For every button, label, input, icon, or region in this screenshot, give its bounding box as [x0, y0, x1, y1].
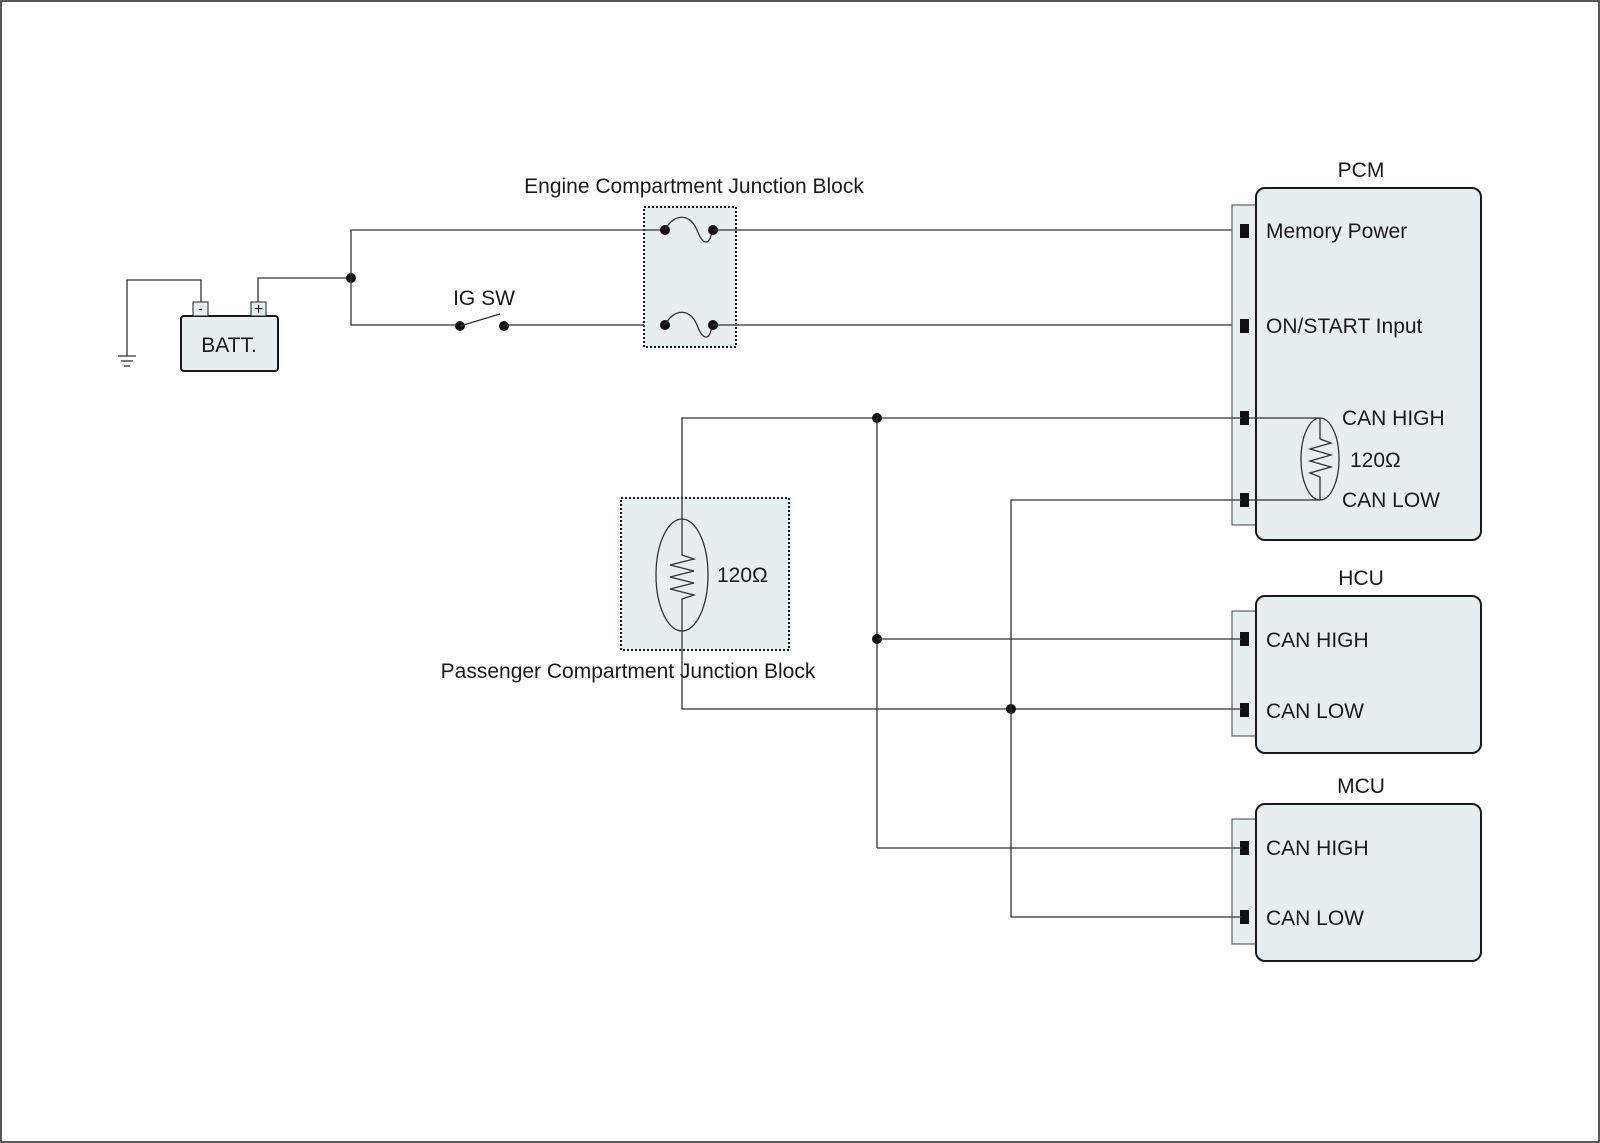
pcm-can-high-label: CAN HIGH: [1342, 407, 1445, 430]
hcu-module: HCU CAN HIGH CAN LOW: [1231, 567, 1482, 754]
passenger-resistor-icon: [669, 547, 697, 607]
fuse-ignition-icon: [664, 311, 713, 338]
passenger-resistor-label: 120Ω: [717, 564, 768, 587]
fuse-memory-icon: [664, 216, 713, 243]
pcm-can-low-label: CAN LOW: [1342, 489, 1440, 512]
ig-switch-label: IG SW: [453, 287, 515, 310]
hcu-pin-can-high: [1240, 632, 1249, 646]
pcm-pin-memory-power: [1240, 224, 1249, 238]
pcm-resistor-label: 120Ω: [1350, 449, 1401, 472]
hcu-can-low-label: CAN LOW: [1266, 700, 1364, 723]
pcm-module: PCM Memory Power ON/START Input CAN HIGH…: [1231, 159, 1482, 541]
engine-junction-block-label: Engine Compartment Junction Block: [524, 175, 864, 198]
battery-negative-sign: -: [198, 300, 203, 316]
passenger-junction-block-label: Passenger Compartment Junction Block: [441, 660, 816, 683]
hcu-pin-can-low: [1240, 703, 1249, 717]
pcm-on-start-label: ON/START Input: [1266, 315, 1423, 338]
mcu-title: MCU: [1337, 775, 1385, 798]
mcu-pin-can-low: [1240, 910, 1249, 924]
ground-symbol: [118, 279, 202, 367]
pcm-resistor-icon: [1307, 418, 1334, 500]
pcm-pin-can-high: [1240, 411, 1249, 425]
hcu-title: HCU: [1338, 567, 1384, 590]
pcm-memory-power-label: Memory Power: [1266, 220, 1407, 243]
battery: - + BATT.: [180, 300, 279, 372]
pcm-pin-can-low: [1240, 493, 1249, 507]
pcm-pin-on-start: [1240, 319, 1249, 333]
battery-positive-sign: +: [254, 301, 263, 318]
mcu-module: MCU CAN HIGH CAN LOW: [1231, 775, 1482, 962]
pcm-title: PCM: [1338, 159, 1385, 182]
mcu-can-low-label: CAN LOW: [1266, 907, 1364, 930]
mcu-can-high-label: CAN HIGH: [1266, 837, 1369, 860]
mcu-pin-can-high: [1240, 841, 1249, 855]
battery-label: BATT.: [201, 334, 257, 357]
ig-switch: IG SW: [453, 287, 515, 331]
passenger-junction-block: 120Ω Passenger Compartment Junction Bloc…: [441, 497, 816, 683]
hcu-can-high-label: CAN HIGH: [1266, 629, 1369, 652]
